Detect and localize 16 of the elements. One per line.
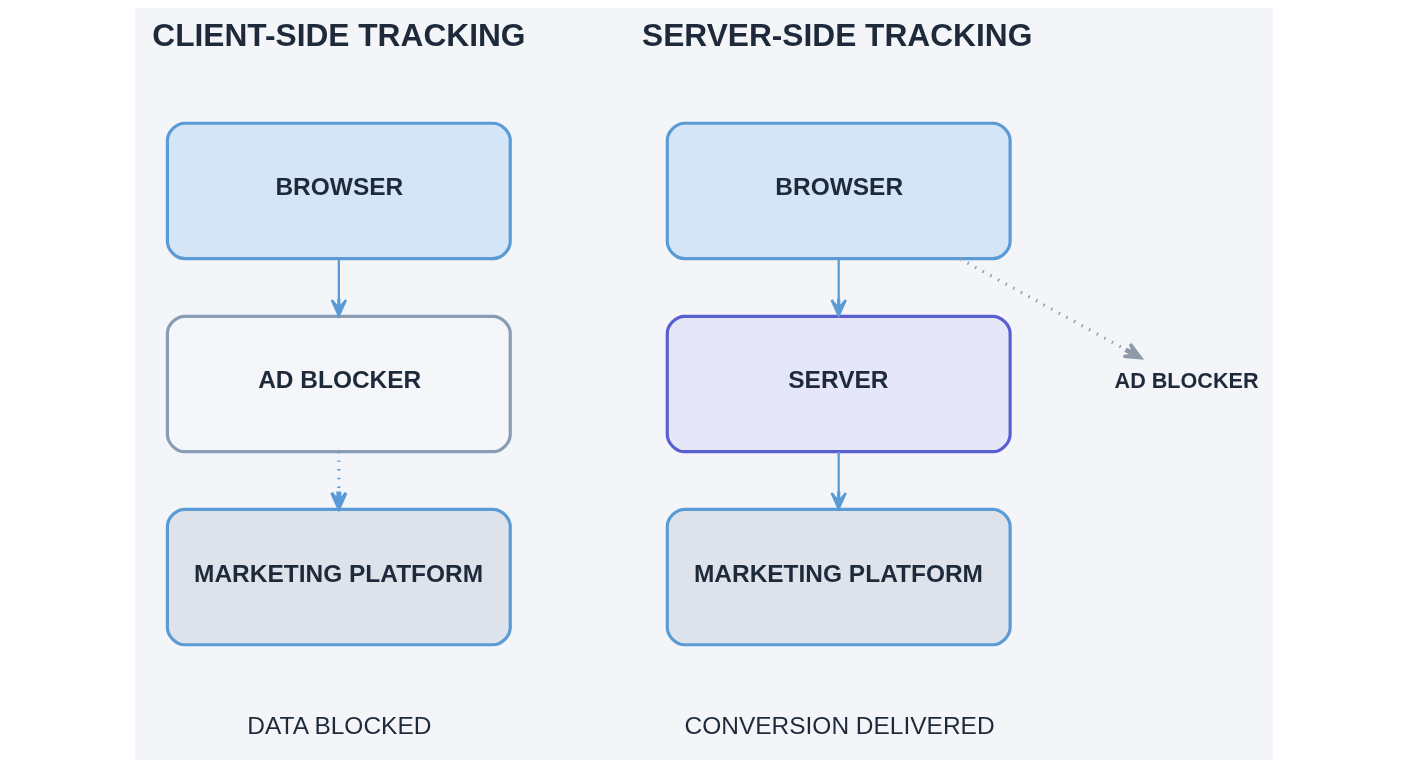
label: DATA BLOCKED	[247, 712, 432, 740]
arrow	[830, 451, 847, 510]
arrow	[830, 258, 847, 317]
label: CONVERSION DELIVERED	[684, 712, 995, 740]
node-text: AD BLOCKER	[1114, 367, 1259, 393]
arrow	[330, 451, 348, 511]
node-box: SERVER	[665, 314, 1012, 454]
node-box: MARKETING PLATFORM	[665, 507, 1012, 647]
node-box: AD BLOCKER	[165, 314, 512, 454]
label: CLIENT-SIDE TRACKING	[152, 17, 526, 54]
node-box: BROWSER	[665, 121, 1012, 261]
node-box: BROWSER	[165, 121, 512, 261]
node-box: MARKETING PLATFORM	[165, 507, 512, 647]
arrow	[959, 257, 1143, 360]
label: SERVER-SIDE TRACKING	[642, 17, 1033, 54]
arrow	[330, 258, 348, 317]
